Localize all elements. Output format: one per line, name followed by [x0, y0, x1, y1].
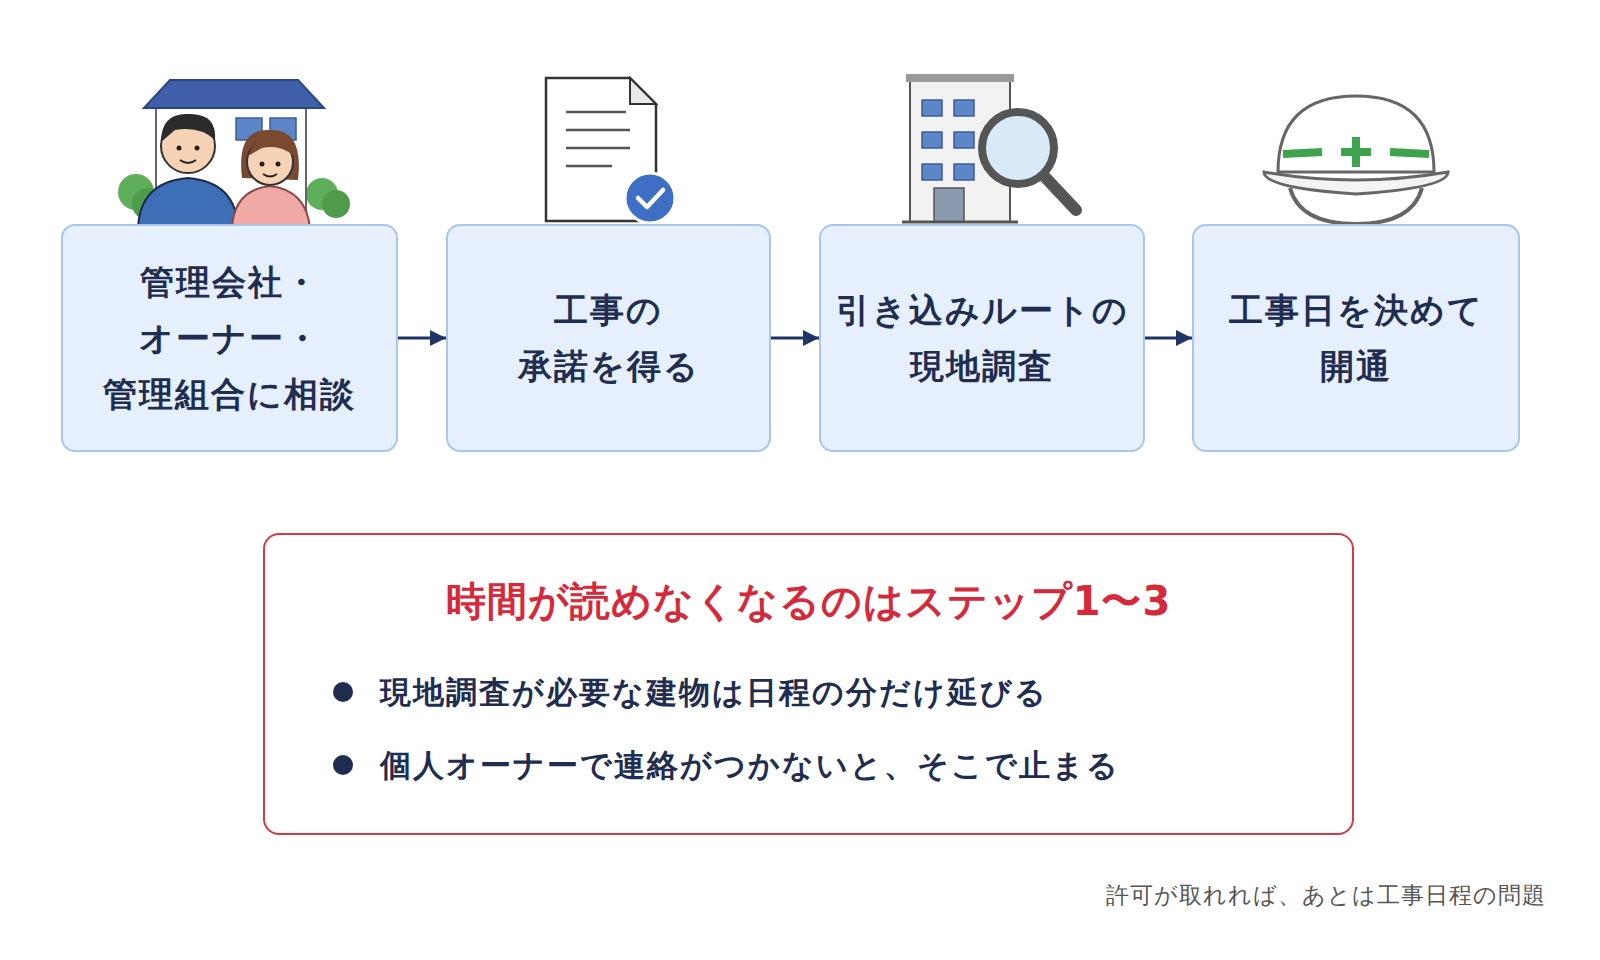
building-window [954, 100, 974, 116]
document-fold [630, 78, 656, 104]
document-line [566, 129, 630, 132]
footnote: 許可が取れれば、あとは工事日程の問題 [1106, 880, 1546, 911]
building-window [954, 164, 974, 180]
box-text-row: 管理会社・ オーナー・ 管理組合に相談 [90, 254, 370, 422]
step-label: 引き込みルートの 現地調査 [827, 282, 1137, 394]
bullet-dot [333, 755, 353, 775]
helmet-stripe [1283, 152, 1322, 154]
document-line [566, 111, 626, 114]
check-mark [638, 190, 663, 207]
bullet-row: 個人オーナーで連絡がつかないと、そこで止まる [265, 741, 1352, 789]
helmet-dome [1278, 96, 1434, 172]
building-icon [902, 74, 1076, 222]
bullet-row: 現地調査が必要な建物は日程の分だけ延びる [265, 668, 1352, 716]
process-box: 引き込みルートの 現地調査 [819, 224, 1145, 452]
building-door [934, 188, 964, 222]
helmet-brim [1264, 172, 1448, 194]
building-window [922, 132, 942, 148]
flow-arrow [398, 337, 446, 340]
helmet-stripe [1390, 152, 1429, 154]
person-mouth [263, 174, 277, 177]
person-eye [195, 146, 200, 151]
tree [322, 190, 350, 218]
bullet-text: 現地調査が必要な建物は日程の分だけ延びる [380, 668, 1048, 716]
step-label: 工事の 承諾を得る [494, 282, 724, 394]
person-hair [161, 114, 215, 142]
house-roof [144, 80, 324, 108]
callout-heading-row: 時間が読めなくなるのはステップ1〜3 [265, 573, 1352, 629]
building-roof [906, 74, 1014, 82]
process-box: 管理会社・ オーナー・ 管理組合に相談 [61, 224, 398, 452]
person-eye [276, 162, 281, 167]
bullet-text: 個人オーナーで連絡がつかないと、そこで止まる [380, 741, 1120, 789]
person-eye [177, 146, 182, 151]
helmet-cross [1352, 137, 1360, 167]
person-body [232, 186, 310, 228]
document-icon [546, 78, 675, 223]
person-hair [248, 136, 294, 156]
callout-box: 時間が読めなくなるのはステップ1〜3 現地調査が必要な建物は日程の分だけ延びる個人… [263, 533, 1354, 835]
person-mouth [180, 160, 196, 163]
flow-arrow [1145, 337, 1192, 340]
house-icon [118, 80, 350, 228]
building-window [922, 164, 942, 180]
bullet-dot [333, 682, 353, 702]
helmet-icon [1264, 96, 1448, 224]
process-box: 工事の 承諾を得る [446, 224, 771, 452]
document-line [566, 165, 612, 168]
magnifier-lens [982, 112, 1054, 184]
box-text-row: 工事日を決めて 開通 [1211, 282, 1501, 394]
step-label: 工事日を決めて 開通 [1211, 282, 1501, 394]
process-box: 工事日を決めて 開通 [1192, 224, 1520, 452]
magnifier-handle [1044, 176, 1076, 210]
building-window [954, 132, 974, 148]
check-badge [625, 173, 675, 223]
box-text-row: 工事の 承諾を得る [494, 282, 724, 394]
callout-heading: 時間が読めなくなるのはステップ1〜3 [446, 578, 1172, 624]
person-eye [260, 162, 265, 167]
building-window [922, 100, 942, 116]
step-label: 管理会社・ オーナー・ 管理組合に相談 [90, 254, 370, 422]
flow-arrow [771, 337, 819, 340]
document-line [566, 147, 630, 150]
person-body [138, 178, 238, 228]
box-text-row: 引き込みルートの 現地調査 [827, 282, 1137, 394]
